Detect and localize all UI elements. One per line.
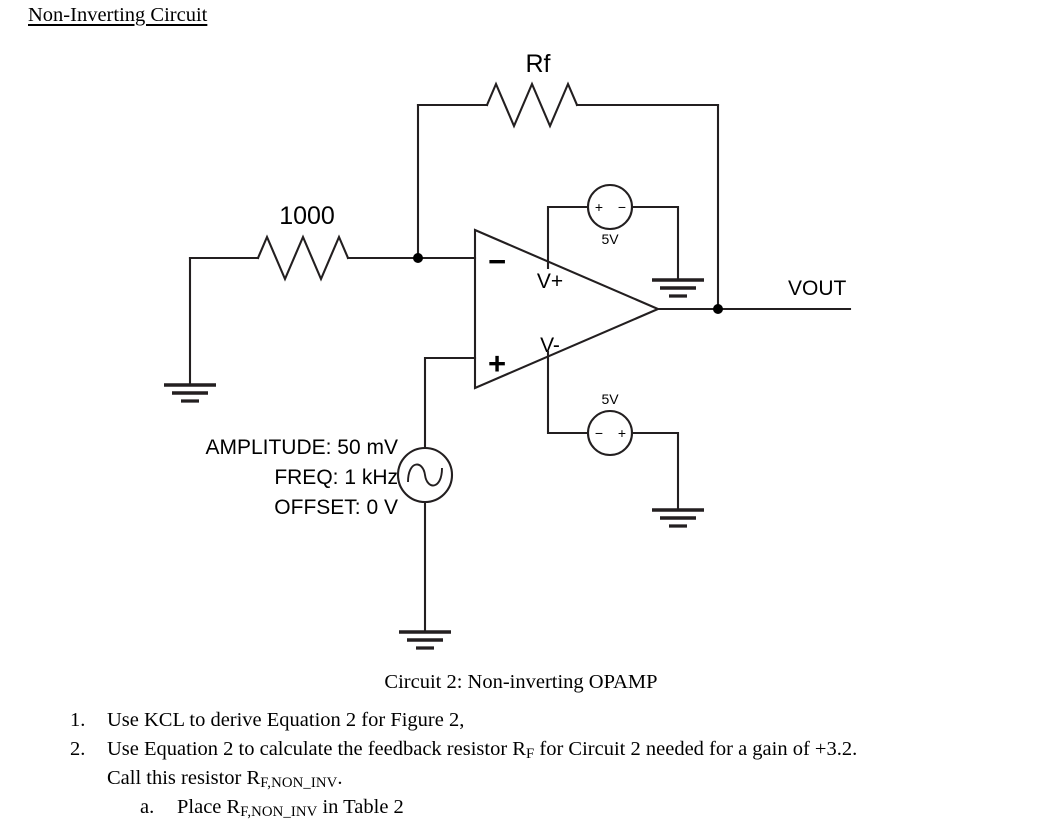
- ground-symbol-source: [399, 630, 451, 650]
- circuit-diagram: Rf 1000 − + V+: [0, 40, 1042, 660]
- label-supply-bottom-value: 5V: [601, 391, 619, 407]
- label-opamp-inverting-input: −: [488, 244, 506, 279]
- task-1-text: Use KCL to derive Equation 2 for Figure …: [107, 709, 465, 731]
- task-2-text: Use Equation 2 to calculate the feedback…: [107, 735, 857, 769]
- label-opamp-supply-positive: V+: [537, 270, 563, 293]
- task-2-text-before: Use Equation 2 to calculate the feedback…: [107, 738, 526, 760]
- task-2-marker: 2.: [70, 738, 86, 760]
- label-supply-top-value: 5V: [601, 231, 619, 247]
- task-2-cont-before: Call this resistor R: [107, 767, 261, 789]
- task-2-subscript: F: [525, 746, 535, 763]
- task-2a-text: Place RF,NON_INV in Table 2: [177, 793, 404, 827]
- task-2-cont-subscript: F,NON_INV: [260, 775, 338, 792]
- label-opamp-supply-negative: V-: [540, 334, 560, 357]
- label-input-resistor: 1000: [279, 202, 335, 230]
- task-2a-marker: a.: [140, 796, 155, 818]
- task-item-2: 2. Use Equation 2 to calculate the feedb…: [0, 735, 1042, 764]
- label-opamp-noninverting-input: +: [488, 346, 506, 381]
- ground-symbol-input: [164, 383, 216, 403]
- task-2-continuation-text: Call this resistor RF,NON_INV.: [107, 764, 342, 798]
- wire-noninverting-to-source: [423, 356, 477, 449]
- task-2a-text-after: in Table 2: [317, 796, 404, 818]
- task-2a-text-before: Place R: [177, 796, 241, 818]
- label-supply-top-minus: −: [618, 199, 626, 215]
- ground-symbol-supply-bottom: [652, 508, 704, 528]
- resistor-rf-zigzag: [485, 81, 579, 129]
- circuit-schematic-svg: Rf 1000 − + V+: [164, 50, 852, 650]
- label-supply-top-plus: +: [595, 199, 603, 215]
- label-feedback-resistor: Rf: [526, 50, 551, 78]
- ground-symbol-supply-top: [652, 278, 704, 298]
- task-1-marker: 1.: [70, 709, 86, 731]
- label-source-offset: OFFSET: 0 V: [274, 496, 398, 519]
- label-output-vout: VOUT: [788, 277, 847, 300]
- task-2a-subscript: F,NON_INV: [240, 804, 318, 821]
- task-item-1: 1. Use KCL to derive Equation 2 for Figu…: [0, 706, 1042, 735]
- resistor-1000-zigzag: [256, 234, 350, 282]
- task-item-2-continuation: Call this resistor RF,NON_INV.: [0, 764, 1042, 793]
- task-2-cont-after: .: [337, 767, 343, 789]
- label-supply-bottom-plus: +: [618, 425, 626, 441]
- label-supply-bottom-minus: −: [595, 425, 603, 441]
- wire-supply-bottom-left: [546, 350, 590, 435]
- wire-supply-top-right: [630, 205, 680, 282]
- page-title: Non-Inverting Circuit: [28, 4, 208, 26]
- label-source-amplitude: AMPLITUDE: 50 mV: [205, 436, 398, 459]
- task-item-2a: a. Place RF,NON_INV in Table 2: [0, 793, 1042, 822]
- ac-source-sine-glyph: [407, 463, 443, 487]
- wire-supply-top-left: [546, 205, 590, 270]
- opamp-triangle-body: [473, 228, 661, 390]
- junction-dot-inverting-node: [413, 253, 423, 263]
- task-list: 1. Use KCL to derive Equation 2 for Figu…: [0, 706, 1042, 822]
- label-source-frequency: FREQ: 1 kHz: [274, 466, 398, 489]
- task-2-text-after: for Circuit 2 needed for a gain of +3.2.: [534, 738, 858, 760]
- wire-supply-bottom-right: [630, 431, 680, 512]
- junction-dot-output-node: [713, 304, 723, 314]
- figure-caption: Circuit 2: Non-inverting OPAMP: [384, 671, 658, 693]
